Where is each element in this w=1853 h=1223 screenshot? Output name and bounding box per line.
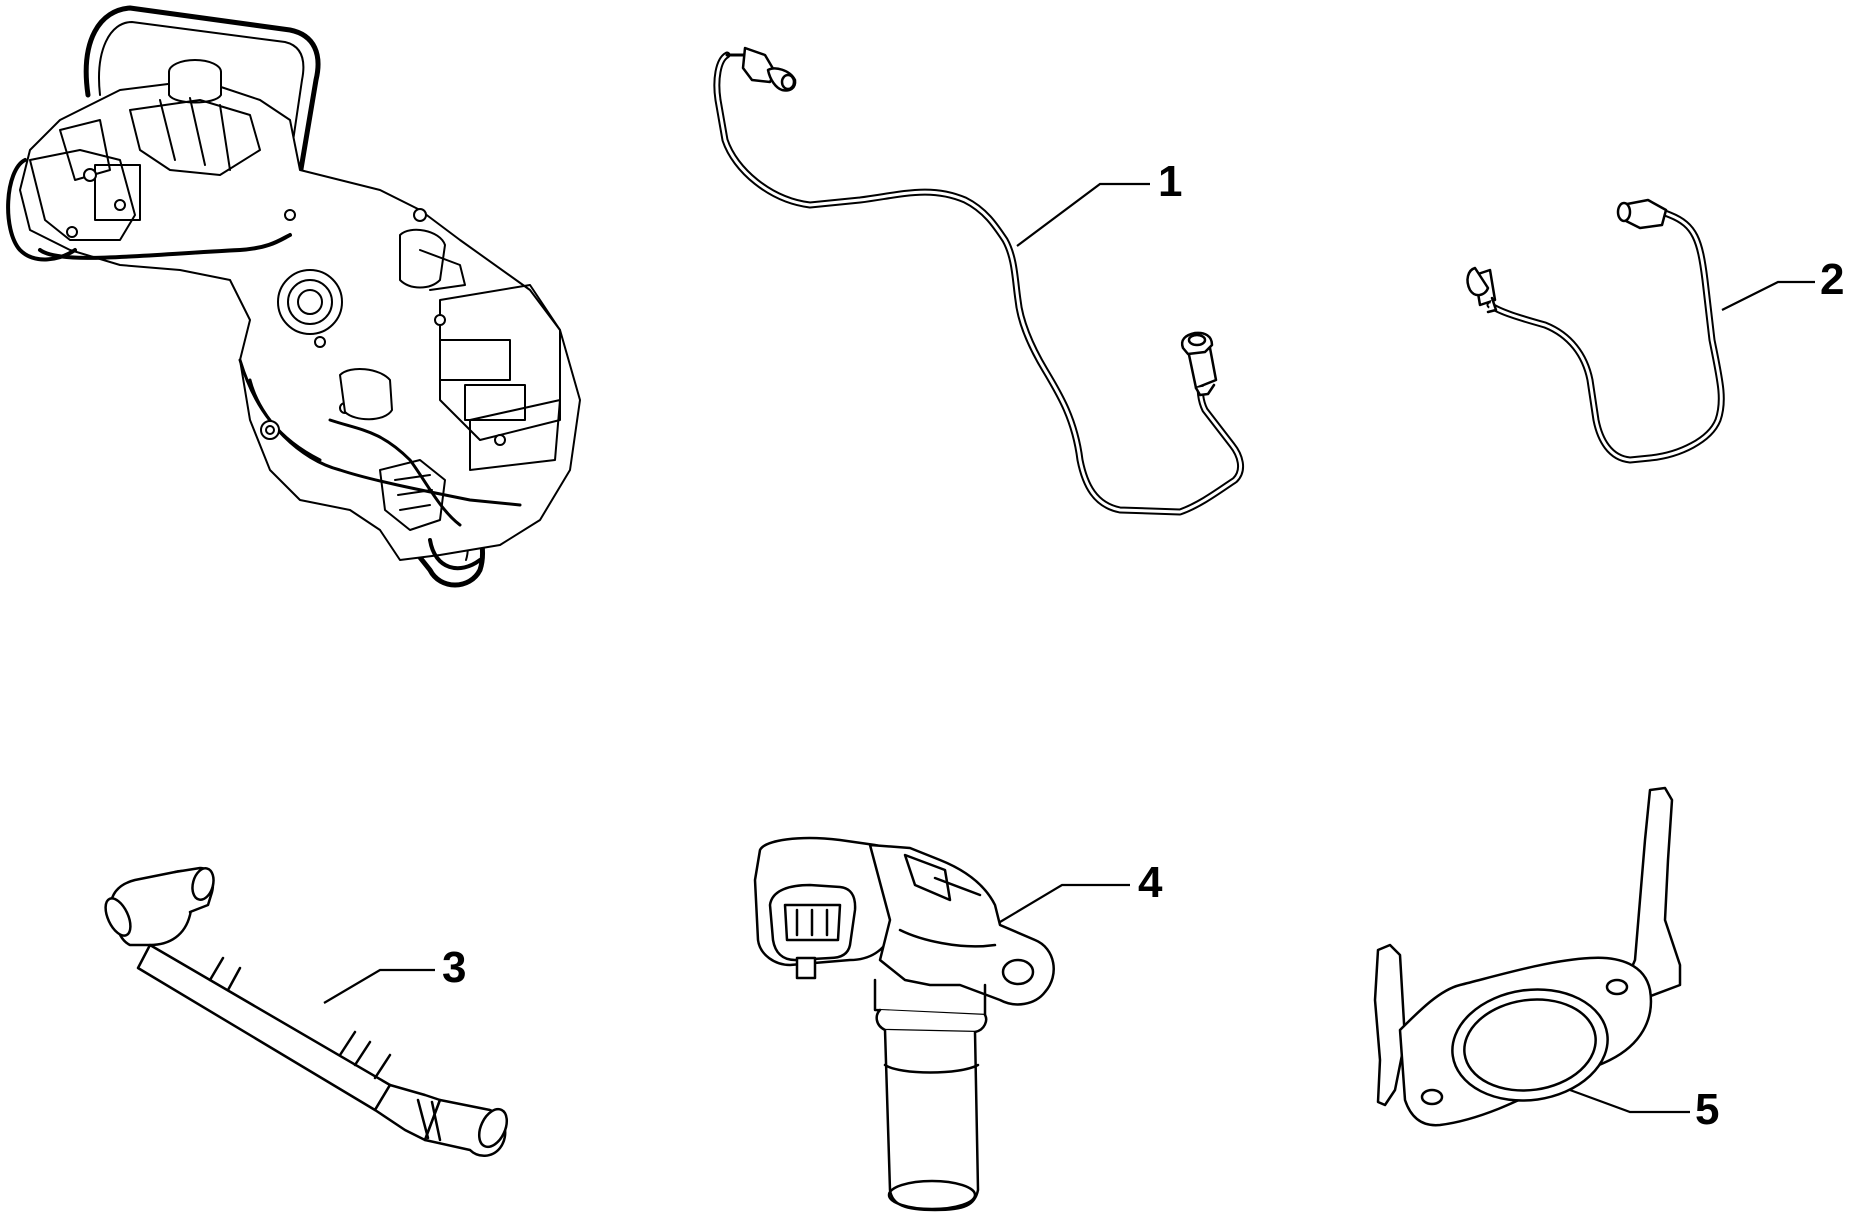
hose-3-drawing [100,866,512,1156]
callout-3: 3 [323,943,466,1004]
callout-label-3: 3 [442,943,466,992]
leader-line-1 [1016,182,1150,247]
pipe-1-drawing [717,48,1241,512]
pump-assembly-drawing [8,8,580,585]
leader-line-2 [1721,280,1815,311]
callout-label-4: 4 [1138,858,1163,907]
callout-label-5: 5 [1695,1085,1719,1134]
leader-line-5 [1569,1088,1690,1114]
callout-label-2: 2 [1820,255,1844,304]
callout-1: 1 [1016,157,1182,247]
leader-line-3 [323,968,435,1004]
sensor-4-drawing [755,838,1054,1210]
callout-4: 4 [999,858,1163,923]
leader-line-4 [999,883,1130,923]
bracket-5-drawing [1375,788,1680,1125]
callout-label-1: 1 [1158,157,1182,206]
pipe-2-drawing [1468,200,1722,460]
callout-5: 5 [1569,1085,1719,1134]
callout-2: 2 [1721,255,1844,311]
